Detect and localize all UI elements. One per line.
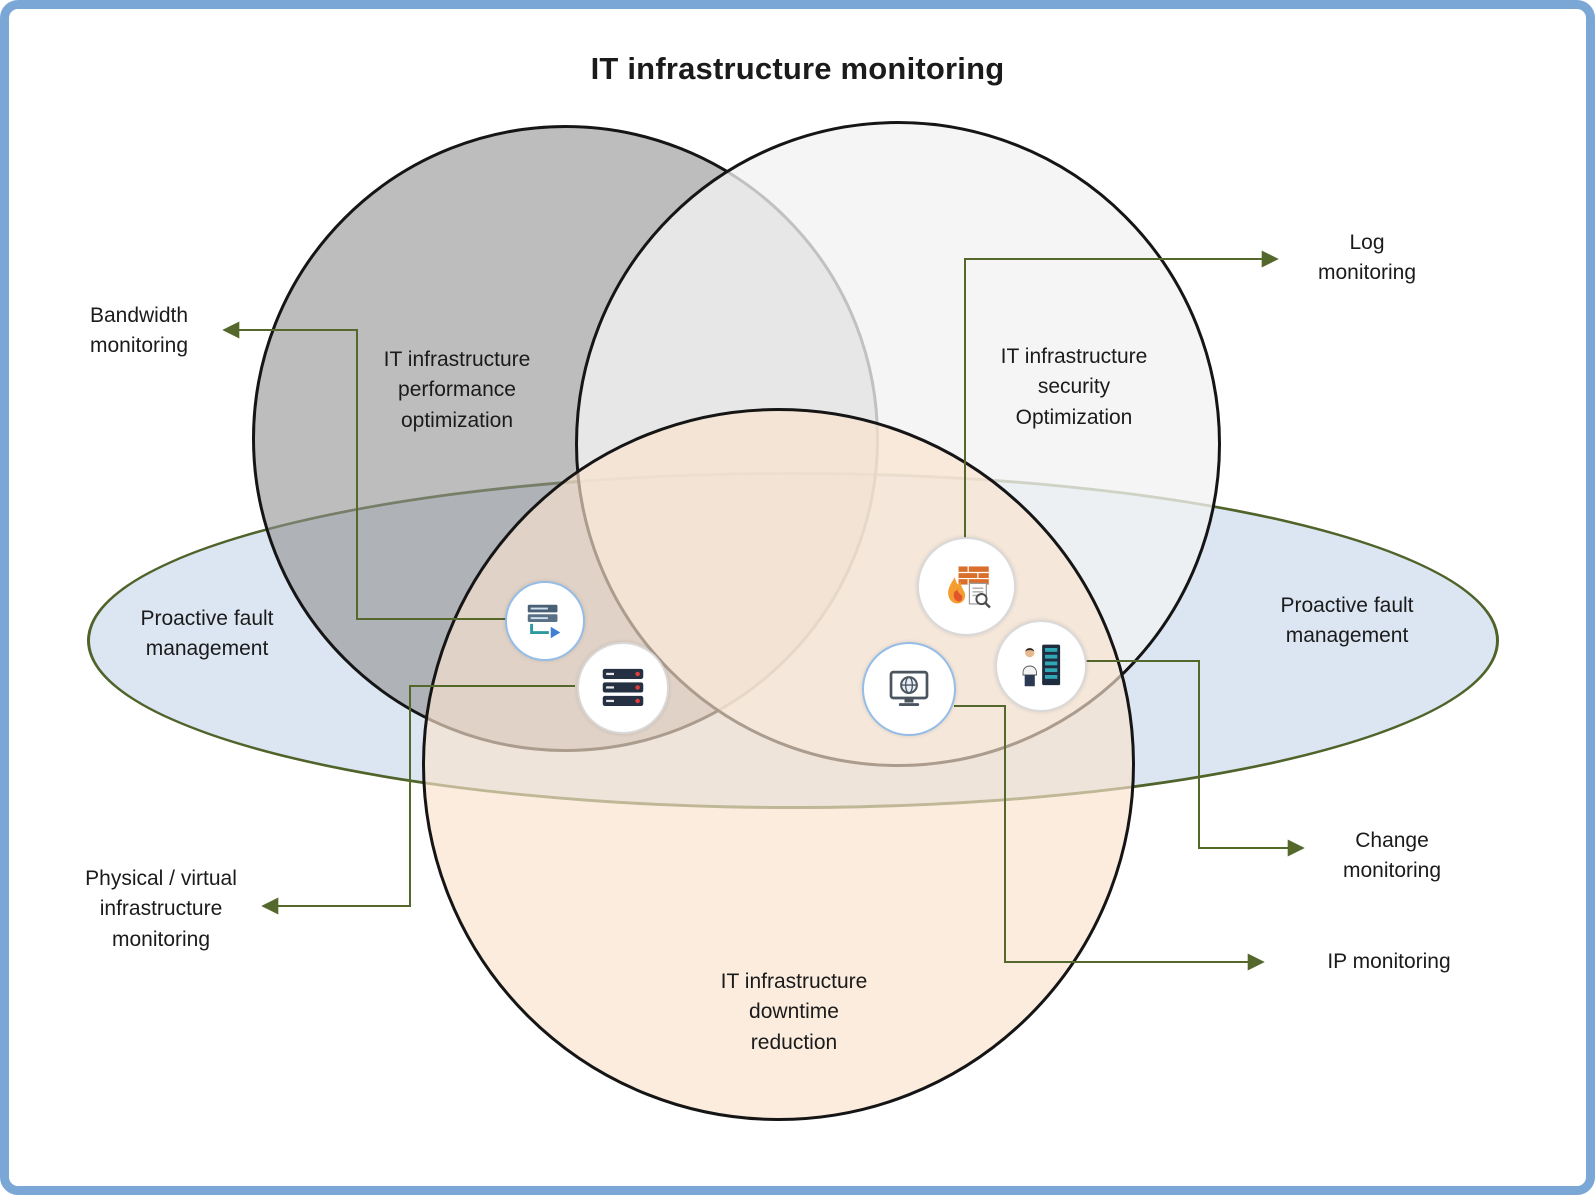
security-label: IT infrastructure security Optimization [1000, 345, 1148, 429]
downtime-label: IT infrastructure downtime reduction [720, 970, 868, 1054]
change-monitoring-label: Change monitoring [1342, 829, 1442, 883]
physical-virtual-label: Physical / virtual infrastructure monito… [85, 867, 237, 951]
log-monitoring-label: Log monitoring [1317, 231, 1417, 285]
bandwidth-monitoring-label: Bandwidth monitoring [89, 304, 189, 358]
server-stack-icon [577, 642, 669, 734]
proactive-fault-right-label: Proactive fault management [1280, 594, 1414, 648]
ip-monitoring-label: IP monitoring [1327, 950, 1451, 973]
proactive-fault-left-label: Proactive fault management [140, 607, 274, 661]
performance-label: IT infrastructure performance optimizati… [383, 348, 531, 432]
network-performance-icon [505, 581, 585, 661]
firewall-log-icon [917, 537, 1016, 636]
diagram-title: IT infrastructure monitoring [590, 51, 1005, 86]
monitor-globe-icon [862, 642, 956, 736]
admin-server-rack-icon [995, 620, 1087, 712]
